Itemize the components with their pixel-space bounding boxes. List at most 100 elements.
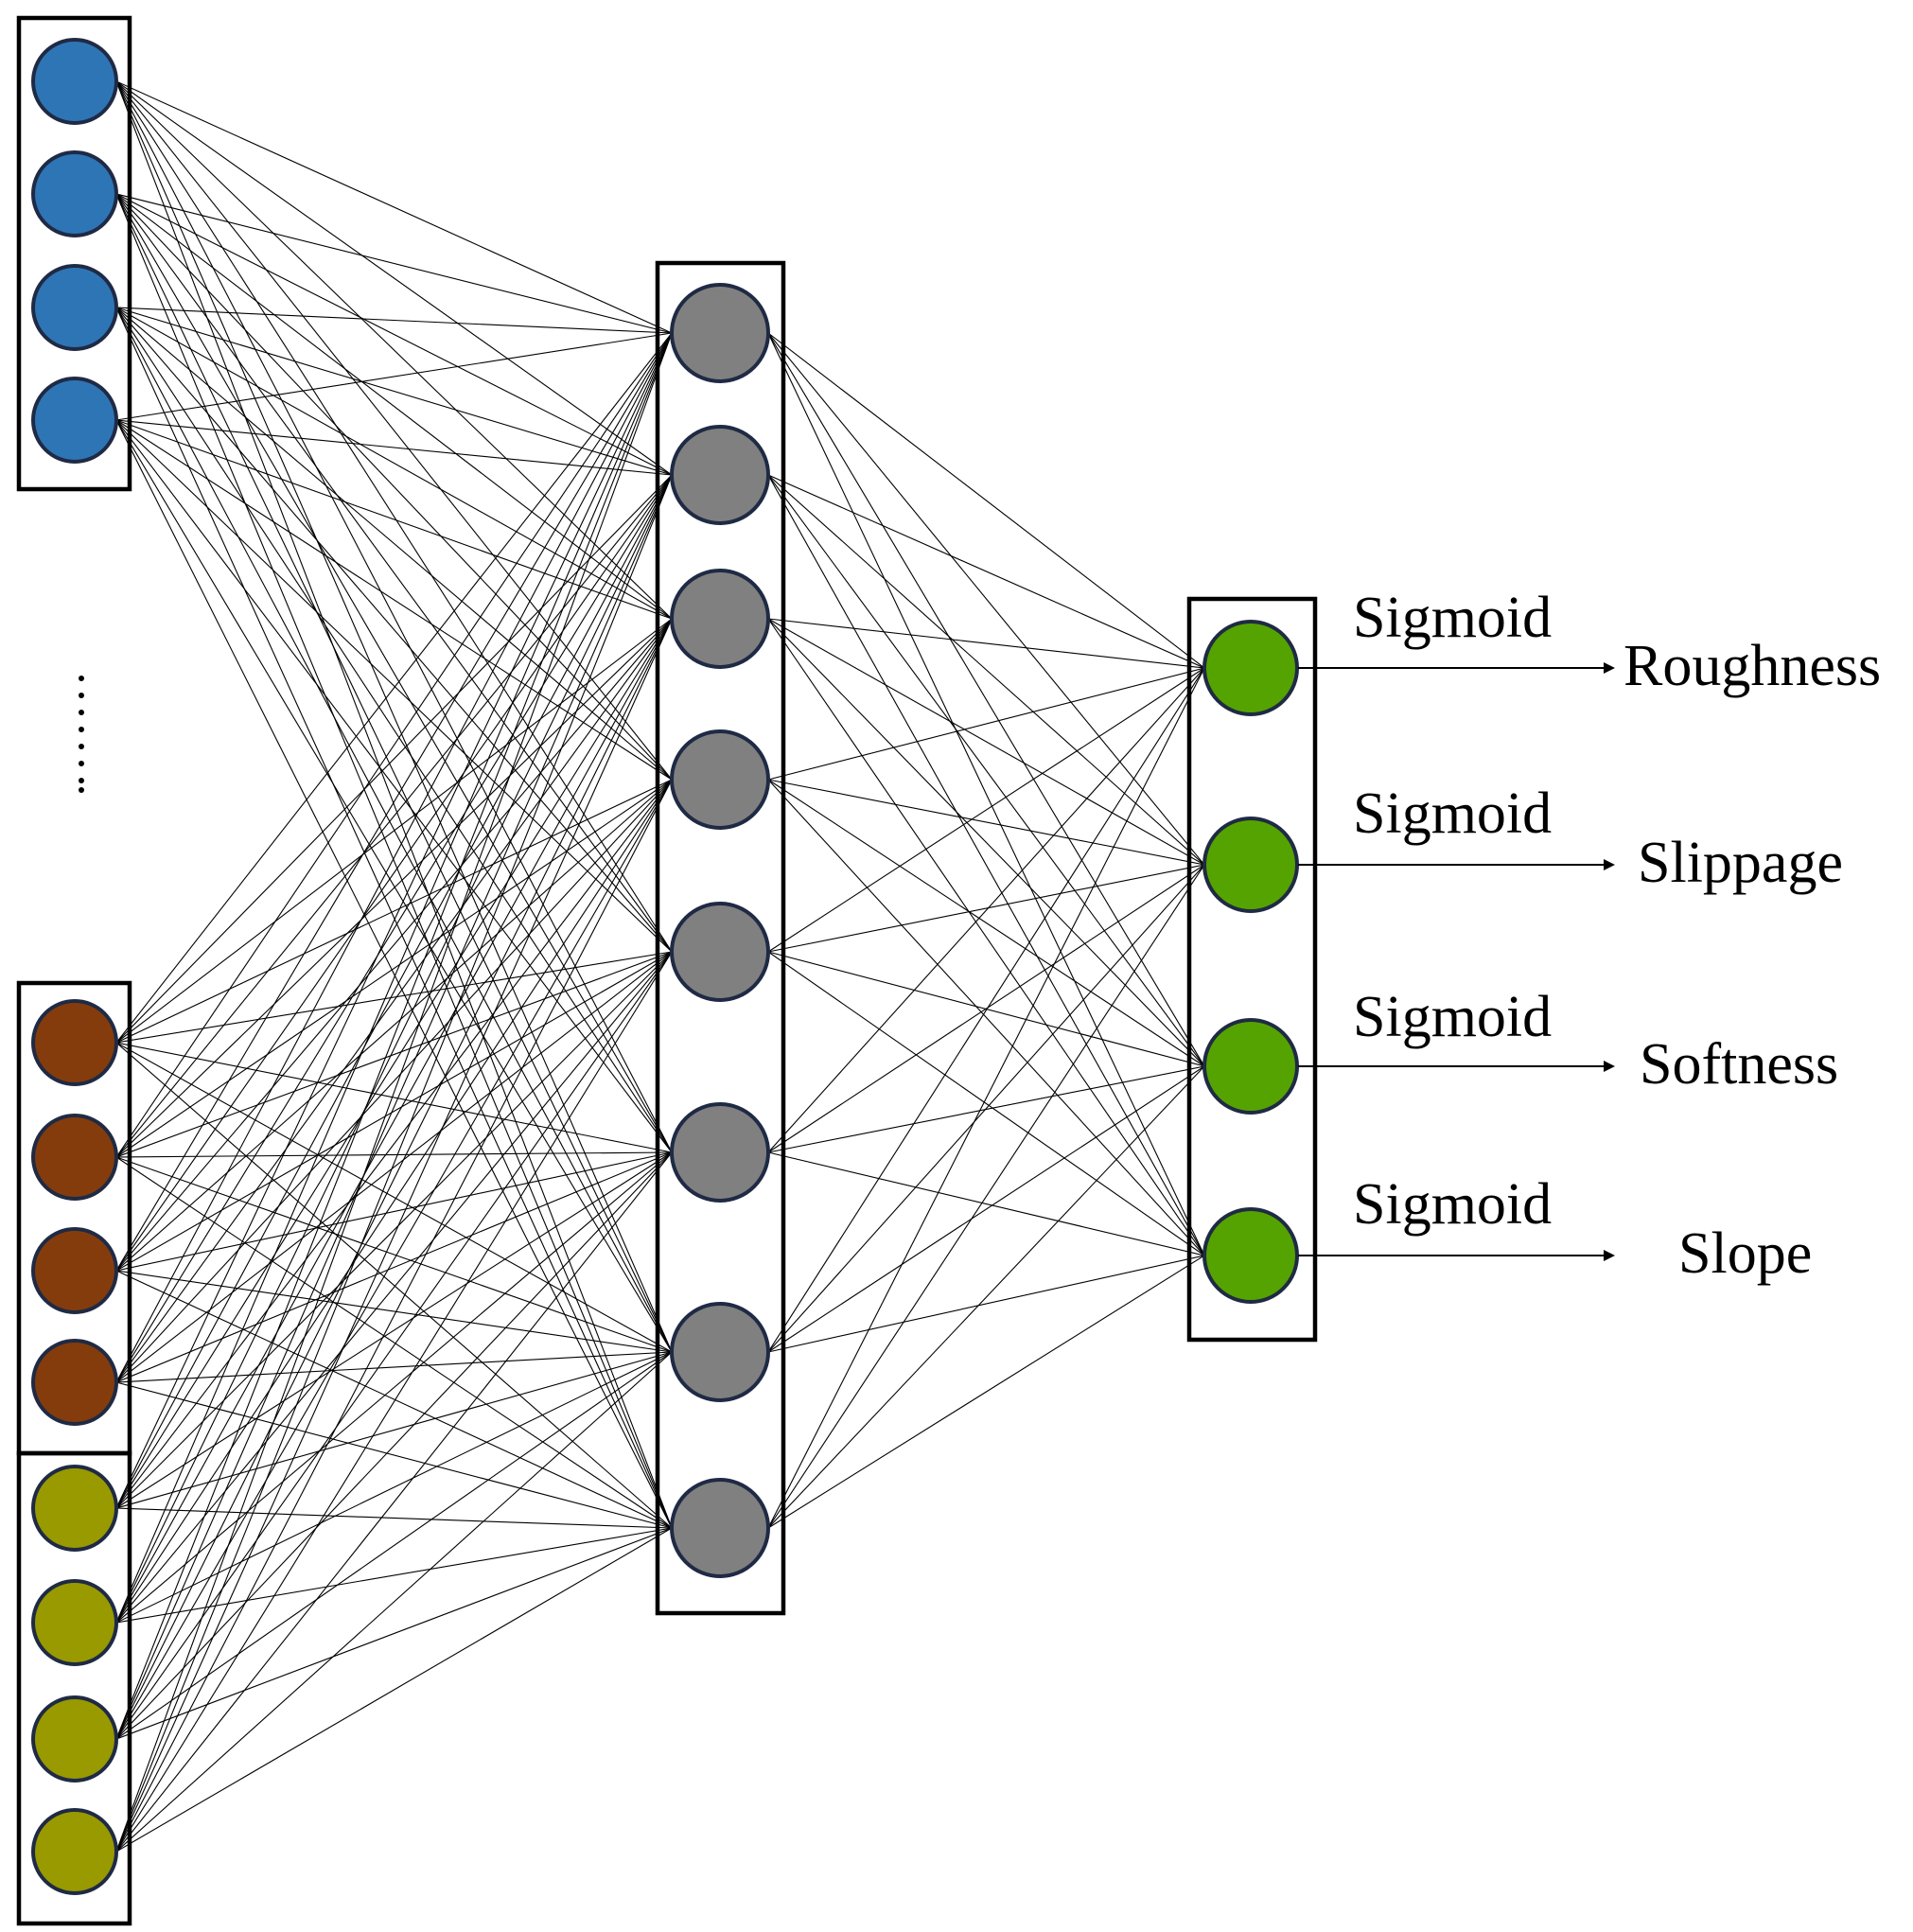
connection-line bbox=[767, 1151, 1205, 1256]
connection-line bbox=[767, 332, 1205, 669]
connection-line bbox=[115, 951, 673, 1383]
connection-line bbox=[115, 80, 673, 334]
connection-line bbox=[115, 193, 673, 620]
connection-line bbox=[767, 474, 1205, 866]
connection-line bbox=[767, 864, 1205, 1353]
connection-line bbox=[115, 951, 673, 1272]
connection-line bbox=[767, 332, 1205, 1256]
output-label: Slippage bbox=[1638, 831, 1843, 895]
connection-lines bbox=[115, 80, 1205, 1853]
output-node bbox=[1202, 817, 1299, 913]
hidden-node bbox=[670, 902, 770, 1002]
ellipsis-dot bbox=[79, 761, 84, 766]
connection-line bbox=[115, 474, 673, 1272]
connection-line bbox=[767, 332, 1205, 866]
output-node bbox=[1202, 1018, 1299, 1115]
hidden-node bbox=[670, 1478, 770, 1578]
connection-line bbox=[115, 1507, 673, 1529]
hidden-node bbox=[670, 1302, 770, 1402]
connection-line bbox=[115, 80, 673, 1353]
connection-line bbox=[115, 951, 673, 1740]
connection-line bbox=[115, 474, 673, 1383]
ellipsis-dot bbox=[79, 676, 84, 681]
connection-line bbox=[115, 193, 673, 953]
connection-line bbox=[767, 779, 1205, 1067]
ellipsis-dot bbox=[79, 787, 84, 793]
input-node-group-3 bbox=[31, 1465, 118, 1552]
activation-label: Sigmoid bbox=[1353, 1172, 1552, 1237]
connection-line bbox=[115, 951, 673, 1853]
connection-line bbox=[115, 193, 673, 1353]
connection-line bbox=[767, 864, 1205, 953]
connection-line bbox=[767, 618, 1205, 866]
output-row-4: Sigmoid Slope bbox=[1298, 1172, 1812, 1286]
connection-line bbox=[115, 1270, 673, 1529]
connection-line bbox=[115, 779, 673, 1158]
output-row-3: Sigmoid Softness bbox=[1298, 985, 1838, 1097]
connection-line bbox=[115, 474, 673, 1158]
connection-line bbox=[115, 332, 673, 1044]
connection-line bbox=[115, 951, 673, 1044]
ellipsis-dot bbox=[79, 744, 84, 749]
activation-label: Sigmoid bbox=[1353, 586, 1552, 650]
connection-line bbox=[115, 474, 673, 1509]
connection-line bbox=[767, 618, 1205, 1256]
connection-line bbox=[115, 307, 673, 334]
connection-line bbox=[115, 332, 673, 1383]
connection-line bbox=[115, 1151, 673, 1272]
hidden-node bbox=[670, 283, 770, 383]
connection-line bbox=[767, 474, 1205, 1067]
input-ellipsis bbox=[79, 676, 84, 793]
connection-line bbox=[115, 779, 673, 1740]
connection-line bbox=[767, 1065, 1205, 1353]
connection-line bbox=[115, 1527, 673, 1740]
hidden-node bbox=[670, 425, 770, 525]
connection-line bbox=[115, 332, 673, 1272]
connection-line bbox=[767, 779, 1205, 1256]
connection-line bbox=[115, 779, 673, 1509]
connection-line bbox=[115, 618, 673, 1624]
connection-line bbox=[115, 193, 673, 1529]
ellipsis-dot bbox=[79, 710, 84, 715]
network-nodes bbox=[31, 38, 1299, 1895]
connection-line bbox=[115, 1527, 673, 1624]
connection-line bbox=[115, 1351, 673, 1383]
connection-line bbox=[115, 419, 673, 781]
connection-line bbox=[115, 193, 673, 334]
ellipsis-dot bbox=[79, 778, 84, 783]
ellipsis-dot bbox=[79, 693, 84, 698]
connection-line bbox=[115, 1151, 673, 1509]
connection-line bbox=[115, 618, 673, 1383]
input-node-group-3 bbox=[31, 1579, 118, 1666]
connection-line bbox=[767, 474, 1205, 669]
connection-line bbox=[115, 1151, 673, 1853]
input-group-3-box bbox=[16, 1450, 132, 1926]
hidden-node bbox=[670, 569, 770, 669]
output-label: Slope bbox=[1678, 1221, 1812, 1286]
input-node-group-1 bbox=[31, 38, 118, 125]
connection-line bbox=[115, 1270, 673, 1353]
output-layer-box bbox=[1186, 596, 1318, 1343]
connection-line bbox=[767, 779, 1205, 866]
activation-label: Sigmoid bbox=[1353, 985, 1552, 1049]
connection-line bbox=[767, 667, 1205, 781]
connection-line bbox=[115, 80, 673, 781]
input-node-group-3 bbox=[31, 1695, 118, 1783]
connection-line bbox=[767, 474, 1205, 1256]
connection-line bbox=[115, 193, 673, 781]
connection-line bbox=[115, 474, 673, 1740]
connection-line bbox=[115, 1351, 673, 1853]
connection-line bbox=[767, 1255, 1205, 1353]
connection-line bbox=[767, 1255, 1205, 1529]
connection-line bbox=[115, 80, 673, 1153]
connection-line bbox=[115, 307, 673, 1353]
connection-line bbox=[115, 618, 673, 1740]
activation-label: Sigmoid bbox=[1353, 782, 1552, 846]
input-node-group-1 bbox=[31, 377, 118, 464]
hidden-node bbox=[670, 1102, 770, 1203]
output-node bbox=[1202, 1207, 1299, 1304]
connection-line bbox=[115, 1151, 673, 1383]
connection-line bbox=[115, 474, 673, 1044]
connection-line bbox=[115, 193, 673, 1153]
